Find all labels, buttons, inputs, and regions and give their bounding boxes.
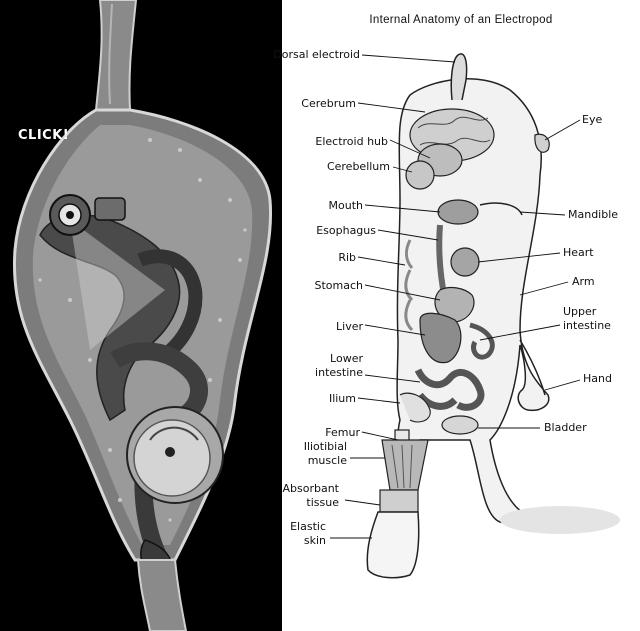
label-iliotibial-line1: Iliotibial [303,440,347,453]
label-bladder: Bladder [544,421,587,434]
absorbant-tissue-shape [379,489,419,513]
label-stomach: Stomach [314,279,363,292]
label-esophagus: Esophagus [316,224,376,237]
camera-device [49,194,126,236]
arm-shape [519,339,546,396]
label-mandible: Mandible [568,208,619,221]
leader-lines [330,54,581,539]
label-liver: Liver [336,320,363,333]
label-hand: Hand [583,372,612,385]
label-ilium: Ilium [328,392,356,405]
label-rib: Rib [338,251,356,264]
label-femur: Femur [325,426,360,439]
label-elastic-line2: skin [303,534,326,547]
flashlight-beam [70,220,165,350]
label-absorbant-line2: tissue [306,496,339,509]
eye-shape [534,133,550,153]
rib-shapes [404,239,414,332]
label-cerebellum: Cerebellum [326,160,390,173]
bladder-shape [441,415,479,435]
label-mouth: Mouth [328,199,363,212]
label-eye: Eye [582,113,603,126]
label-electroid-hub: Electroid hub [315,135,388,148]
tube-bottom [136,559,188,631]
label-iliotibial-line2: muscle [307,454,347,467]
mandible-shape [479,202,523,216]
iliotibial-muscle-shape [381,439,429,491]
label-upper-intestine-line2: intestine [563,319,611,332]
label-elastic-line1: Elastic [290,520,326,533]
lower-intestine-shape [414,368,485,411]
label-dorsal-electroid: Dorsal electroid [273,48,360,61]
liver-shape [419,312,462,364]
label-absorbant-line1: Absorbant [282,482,340,495]
ground-shadow [500,506,620,534]
ilium-shape [399,392,431,423]
sound-effect-text: CLICK! [18,128,70,143]
label-upper-intestine-line1: Upper [563,305,597,318]
dorsal-electroid-shape [450,53,468,101]
cerebellum-shape [405,160,435,190]
label-heart: Heart [563,246,594,259]
label-arm: Arm [572,275,595,288]
curled-figure [39,214,224,581]
label-lower-intestine-line1: Lower [330,352,363,365]
upper-intestine-shape [469,322,495,360]
mouth-shape [437,199,479,225]
comic-illustration [12,0,273,631]
label-cerebrum: Cerebrum [301,97,356,110]
label-lower-intestine-line2: intestine [315,366,363,379]
comic-panel: CLICK! [0,0,282,631]
heart-shape [450,247,480,277]
elastic-skin-shape [366,511,420,579]
stomach-shape [434,286,475,323]
diagram-title: Internal Anatomy of an Electropod [369,14,553,26]
